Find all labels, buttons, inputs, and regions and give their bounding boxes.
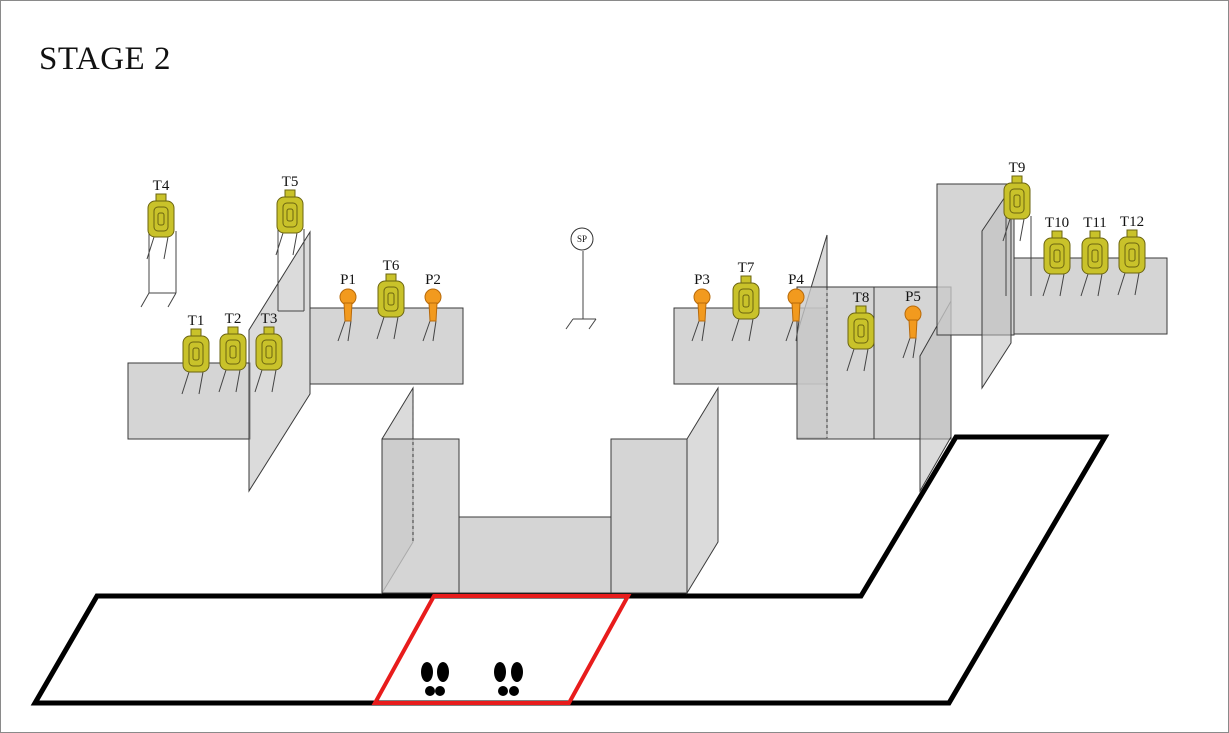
footprints-icon xyxy=(421,662,523,696)
target-label: T3 xyxy=(261,311,278,327)
fault-line xyxy=(30,434,1110,706)
target-label: T10 xyxy=(1045,215,1069,231)
target-label: T7 xyxy=(738,260,755,276)
popper-p3: P3 xyxy=(691,272,711,342)
target-label: T9 xyxy=(1009,160,1026,176)
target-t7: T7 xyxy=(731,260,760,342)
popper-p2: P2 xyxy=(422,272,442,342)
wall-left-low xyxy=(127,362,251,440)
target-label: T11 xyxy=(1083,215,1107,231)
target-t12: T12 xyxy=(1117,214,1146,296)
wall-center-right xyxy=(610,438,688,594)
popper-label: P1 xyxy=(340,272,356,288)
popper-p4: P4 xyxy=(785,272,805,342)
popper-label: P2 xyxy=(425,272,441,288)
target-label: T8 xyxy=(853,290,870,306)
target-label: T2 xyxy=(225,311,242,327)
shooting-position-marker: SP xyxy=(565,227,597,330)
target-label: T12 xyxy=(1120,214,1144,230)
panel-center-right-angled xyxy=(686,386,719,595)
target-t1: T1 xyxy=(181,313,210,395)
target-t9: T9 xyxy=(1002,160,1031,242)
target-t2: T2 xyxy=(218,311,247,393)
stage-title: STAGE 2 xyxy=(39,41,171,77)
popper-label: P4 xyxy=(788,272,804,288)
target-t6: T6 xyxy=(376,258,405,340)
target-t5: T5 xyxy=(275,174,304,256)
target-label: T5 xyxy=(282,174,299,190)
target-t10: T10 xyxy=(1042,215,1071,297)
sp-label: SP xyxy=(577,234,587,244)
target-t11: T11 xyxy=(1080,215,1109,297)
target-label: T1 xyxy=(188,313,205,329)
target-t4: T4 xyxy=(146,178,175,260)
target-label: T6 xyxy=(383,258,400,274)
target-label: T4 xyxy=(153,178,170,194)
popper-label: P3 xyxy=(694,272,710,288)
popper-p1: P1 xyxy=(337,272,357,342)
wall-center-left xyxy=(381,438,460,594)
popper-p5: P5 xyxy=(902,289,922,359)
target-t8: T8 xyxy=(846,290,875,372)
target-t3: T3 xyxy=(254,311,283,393)
wall-left-high xyxy=(309,307,464,385)
wall-center-middle xyxy=(458,516,612,594)
shooting-box xyxy=(371,594,632,705)
popper-label: P5 xyxy=(905,289,921,305)
